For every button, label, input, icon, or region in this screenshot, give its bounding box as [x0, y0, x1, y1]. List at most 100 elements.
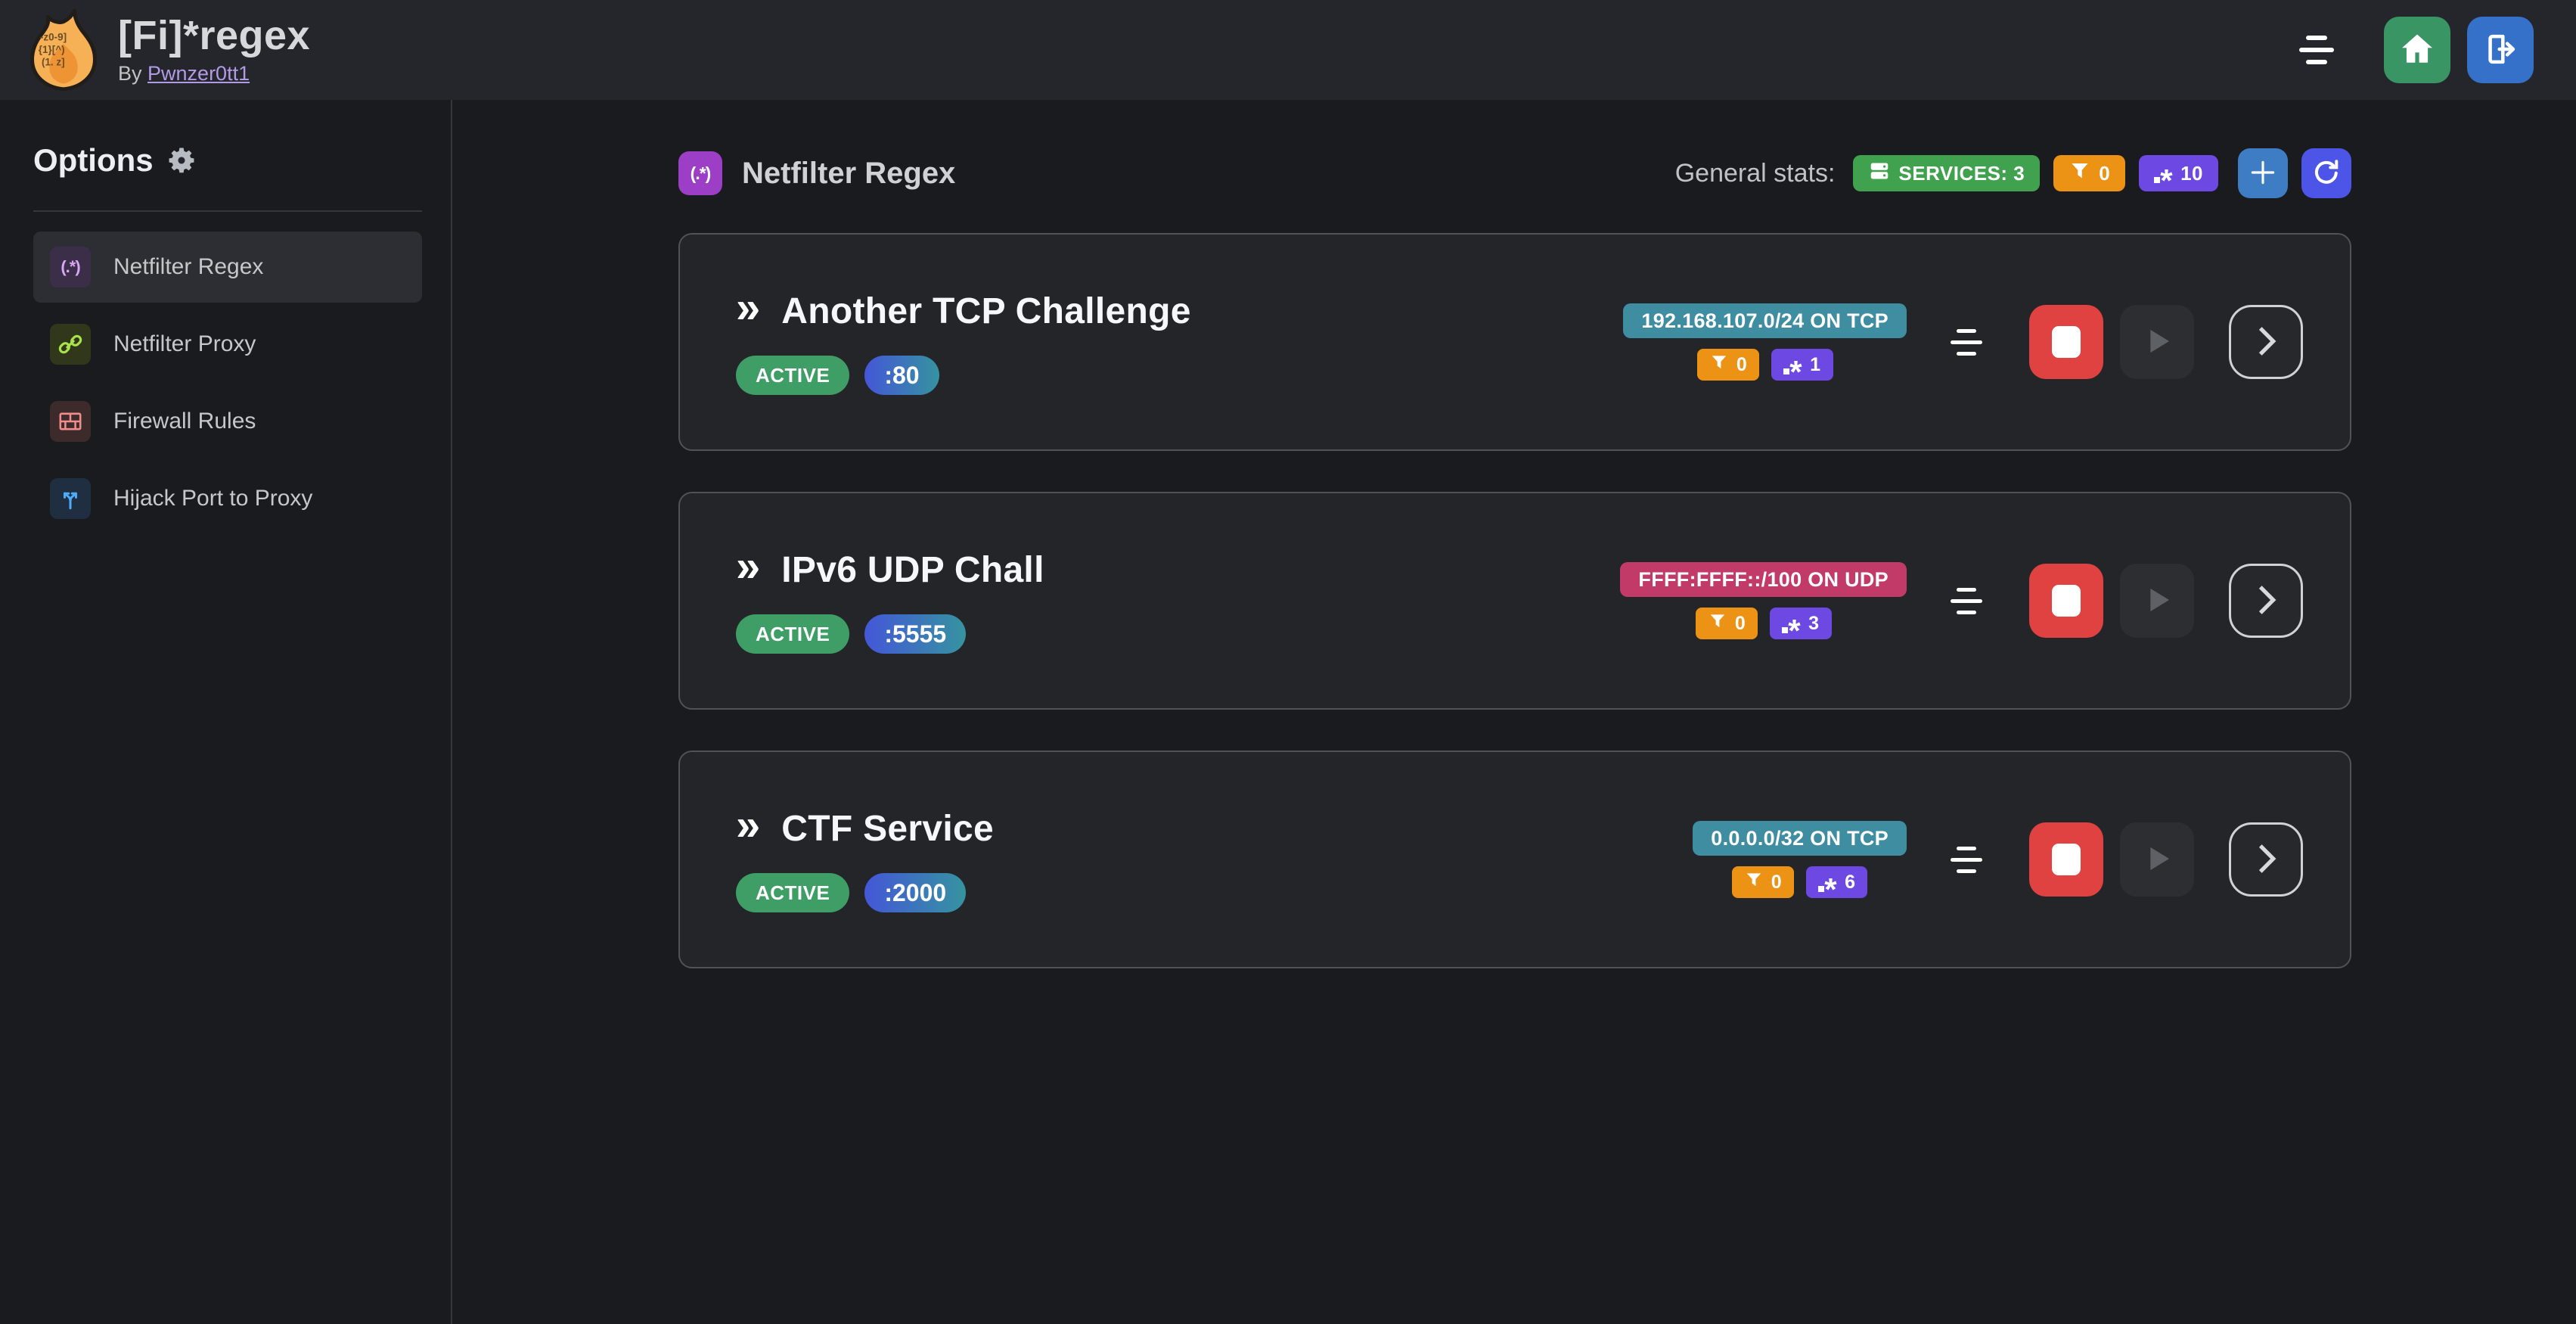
sidebar-heading-row: Options: [33, 142, 422, 179]
start-service-button-disabled[interactable]: [2120, 564, 2194, 638]
app-title-block: [Fi]*regex By Pwnzer0tt1: [118, 14, 310, 85]
regex-total-badge: * 10: [2139, 155, 2218, 197]
home-button[interactable]: [2384, 17, 2450, 83]
regex-count-badge: * 3: [1770, 608, 1832, 647]
status-badge: ACTIVE: [736, 356, 850, 395]
service-card: » Another TCP Challenge ACTIVE :80 192.1…: [678, 233, 2351, 451]
funnel-icon: [2069, 160, 2091, 188]
regex-badge-icon: *: [1782, 615, 1801, 647]
plus-icon: [2247, 157, 2279, 191]
sidebar-item-label: Hijack Port to Proxy: [113, 486, 313, 511]
service-menu-icon-button[interactable]: [1951, 328, 1982, 356]
open-service-button[interactable]: [2229, 822, 2303, 897]
section-regex-icon: (.*): [678, 151, 722, 195]
sidebar-nav: (.*) Netfilter Regex Netfilter Proxy: [33, 232, 422, 534]
service-stats: FFFF:FFFF::/100 ON UDP 0 *: [1620, 562, 1907, 647]
chain-icon: [50, 324, 91, 365]
filtered-badge: 0: [1731, 866, 1795, 898]
regex-badge-icon: *: [1783, 356, 1802, 388]
refresh-button[interactable]: [2301, 148, 2351, 198]
service-menu-icon-button[interactable]: [1951, 587, 1982, 614]
svg-text:(1. z]: (1. z]: [42, 57, 65, 68]
app-header: -z0-9] {1}[^) (1. z] [Fi]*regex By Pwnze…: [0, 0, 2576, 100]
filtered-total-badge: 0: [2053, 155, 2126, 191]
app-title: [Fi]*regex: [118, 13, 311, 59]
home-icon: [2398, 30, 2437, 71]
general-stats-label: General stats:: [1674, 158, 1836, 188]
service-actions: FFFF:FFFF::/100 ON UDP 0 *: [1620, 562, 2303, 647]
author-link[interactable]: Pwnzer0tt1: [147, 61, 250, 85]
chevron-right-icon: [2246, 839, 2286, 881]
filtered-badge: 0: [1696, 349, 1760, 381]
service-info: » Another TCP Challenge ACTIVE :80: [736, 283, 1191, 395]
chevron-right-icon: [2246, 580, 2286, 622]
open-service-button[interactable]: [2229, 564, 2303, 638]
service-card: » CTF Service ACTIVE :2000 0.0.0.0/32 ON…: [678, 751, 2351, 968]
stop-icon: [2052, 585, 2081, 617]
sidebar-item-netfilter-regex[interactable]: (.*) Netfilter Regex: [33, 232, 422, 303]
stop-icon: [2052, 844, 2081, 875]
services-count-text: SERVICES: 3: [1898, 161, 2025, 185]
regex-icon: (.*): [50, 247, 91, 287]
sidebar-item-firewall-rules[interactable]: Firewall Rules: [33, 386, 422, 457]
menu-line-icon: [2306, 60, 2327, 64]
service-info: » IPv6 UDP Chall ACTIVE :5555: [736, 542, 1044, 654]
refresh-icon: [2311, 157, 2342, 191]
chevron-right-icon: [2246, 322, 2286, 363]
service-title: IPv6 UDP Chall: [781, 549, 1044, 590]
sidebar-item-netfilter-proxy[interactable]: Netfilter Proxy: [33, 309, 422, 380]
start-service-button-disabled[interactable]: [2120, 822, 2194, 897]
open-service-button[interactable]: [2229, 305, 2303, 379]
start-service-button-disabled[interactable]: [2120, 305, 2194, 379]
funnel-icon: [1708, 611, 1727, 636]
byline: By Pwnzer0tt1: [118, 62, 310, 85]
port-badge: :5555: [864, 614, 967, 654]
section-title-group: (.*) Netfilter Regex: [678, 151, 955, 195]
logout-icon: [2481, 30, 2520, 71]
double-chevron-icon: »: [736, 542, 761, 591]
service-title: Another TCP Challenge: [781, 291, 1191, 331]
filtered-badge: 0: [1695, 608, 1758, 639]
section-title: Netfilter Regex: [742, 156, 956, 190]
add-service-button[interactable]: [2238, 148, 2288, 198]
double-chevron-icon: »: [736, 283, 761, 332]
brick-wall-icon: [50, 401, 91, 442]
regex-badge-icon: *: [1818, 874, 1837, 906]
sidebar-divider: [33, 210, 422, 212]
stop-service-button[interactable]: [2029, 822, 2103, 897]
service-actions: 0.0.0.0/32 ON TCP 0 *: [1693, 821, 2303, 906]
sidebar-heading: Options: [33, 142, 154, 178]
main-panel: (.*) Netfilter Regex General stats: SERV…: [454, 100, 2576, 1324]
regex-count-badge: * 1: [1771, 349, 1833, 388]
service-stats: 192.168.107.0/24 ON TCP 0 *: [1623, 303, 1907, 388]
section-header: (.*) Netfilter Regex General stats: SERV…: [678, 148, 2351, 198]
sidebar-item-label: Netfilter Regex: [113, 254, 264, 279]
flame-logo-icon: -z0-9] {1}[^) (1. z]: [26, 8, 101, 92]
service-list: » Another TCP Challenge ACTIVE :80 192.1…: [678, 233, 2351, 968]
svg-text:-z0-9]: -z0-9]: [40, 32, 67, 43]
funnel-icon: [1744, 870, 1764, 895]
general-stats-group: General stats: SERVICES: 3: [1675, 148, 2351, 198]
server-icon: [1868, 160, 1891, 188]
menu-line-icon: [2306, 36, 2327, 40]
port-badge: :80: [864, 356, 939, 395]
sidebar-item-label: Netfilter Proxy: [113, 331, 256, 356]
header-menu-icon-button[interactable]: [2299, 36, 2334, 64]
sidebar-item-hijack-port-to-proxy[interactable]: Hijack Port to Proxy: [33, 463, 422, 534]
byline-prefix: By: [118, 61, 142, 85]
regex-badge-icon: *: [2154, 165, 2173, 197]
double-chevron-icon: »: [736, 800, 761, 850]
service-stats: 0.0.0.0/32 ON TCP 0 *: [1693, 821, 1907, 906]
endpoint-badge: 0.0.0.0/32 ON TCP: [1693, 821, 1907, 856]
stop-service-button[interactable]: [2029, 305, 2103, 379]
service-card: » IPv6 UDP Chall ACTIVE :5555 FFFF:FFFF:…: [678, 492, 2351, 710]
filtered-total-text: 0: [2099, 161, 2111, 185]
service-menu-icon-button[interactable]: [1951, 846, 1982, 873]
svg-text:{1}[^): {1}[^): [39, 44, 65, 55]
menu-line-icon: [2299, 48, 2334, 52]
stop-service-button[interactable]: [2029, 564, 2103, 638]
sidebar: Options (.*) Netfilter Regex Netfilter P…: [0, 100, 452, 1324]
gear-icon: [166, 145, 197, 176]
logout-button[interactable]: [2467, 17, 2534, 83]
service-info: » CTF Service ACTIVE :2000: [736, 803, 994, 912]
